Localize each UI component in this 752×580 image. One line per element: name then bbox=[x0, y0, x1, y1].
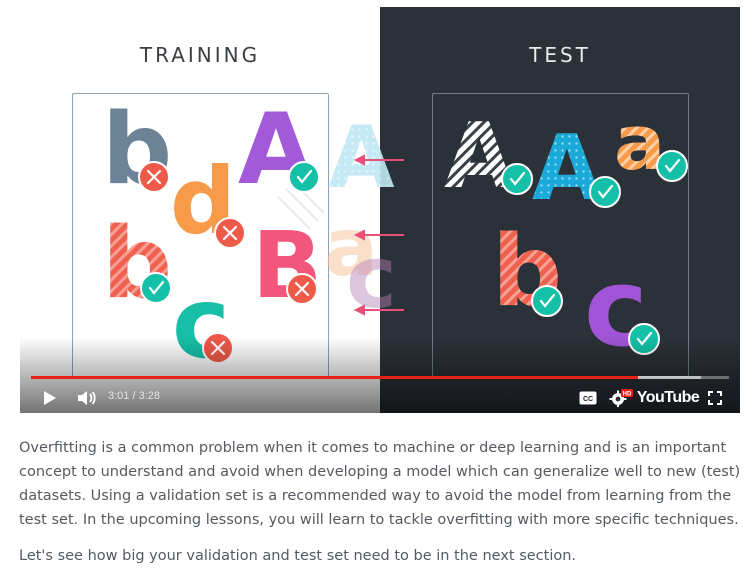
play-button[interactable] bbox=[38, 383, 62, 413]
ghost-letter-c: c bbox=[346, 228, 397, 328]
check-icon bbox=[501, 163, 533, 195]
settings-button[interactable]: HD bbox=[608, 383, 634, 413]
video-player[interactable]: TRAINING TEST b A d b bbox=[20, 7, 740, 413]
description-paragraph-1: Overfitting is a common problem when it … bbox=[19, 440, 741, 528]
letter-A-white-striped: A bbox=[444, 104, 514, 209]
progress-played bbox=[31, 376, 639, 379]
fullscreen-icon bbox=[708, 391, 722, 405]
captions-icon: CC bbox=[579, 391, 597, 405]
fullscreen-button[interactable] bbox=[704, 383, 726, 413]
check-icon bbox=[589, 176, 621, 208]
play-icon bbox=[44, 391, 56, 405]
moving-letters: A a c bbox=[324, 108, 404, 328]
cross-icon bbox=[138, 161, 170, 193]
transfer-arrows bbox=[353, 154, 404, 316]
hd-badge bbox=[621, 389, 633, 397]
training-title: TRAINING bbox=[139, 43, 261, 67]
check-icon bbox=[656, 150, 688, 182]
test-letters: A A a b c bbox=[444, 98, 665, 371]
lesson-description: Overfitting is a common problem when it … bbox=[19, 436, 741, 580]
youtube-logo[interactable]: YouTube bbox=[636, 389, 700, 406]
letter-b-striped: b bbox=[102, 207, 172, 321]
letter-B-pink: B bbox=[252, 212, 322, 319]
volume-button[interactable] bbox=[74, 383, 100, 413]
check-icon bbox=[288, 161, 320, 193]
time-display: 3:01 / 3:28 bbox=[108, 390, 160, 402]
cross-icon bbox=[214, 217, 246, 249]
player-controls: 3:01 / 3:28 CC HD YouTube bbox=[20, 383, 740, 413]
check-icon bbox=[140, 272, 172, 304]
description-paragraph-2: Let's see how big your validation and te… bbox=[19, 548, 577, 564]
letters-illustration: b A d b B c A a c A A bbox=[20, 93, 740, 413]
svg-text:HD: HD bbox=[623, 392, 632, 398]
svg-text:CC: CC bbox=[583, 396, 593, 403]
cross-icon bbox=[286, 273, 318, 305]
progress-bar[interactable] bbox=[31, 376, 729, 379]
letter-a-orange-striped: a bbox=[614, 98, 665, 187]
letter-A-blue-dotted: A bbox=[532, 116, 602, 221]
settings-icon: HD bbox=[609, 389, 633, 407]
check-icon bbox=[531, 285, 563, 317]
test-title: TEST bbox=[529, 43, 591, 67]
ghost-letter-a: a bbox=[324, 201, 378, 294]
volume-icon bbox=[78, 391, 96, 405]
captions-button[interactable]: CC bbox=[577, 383, 599, 413]
